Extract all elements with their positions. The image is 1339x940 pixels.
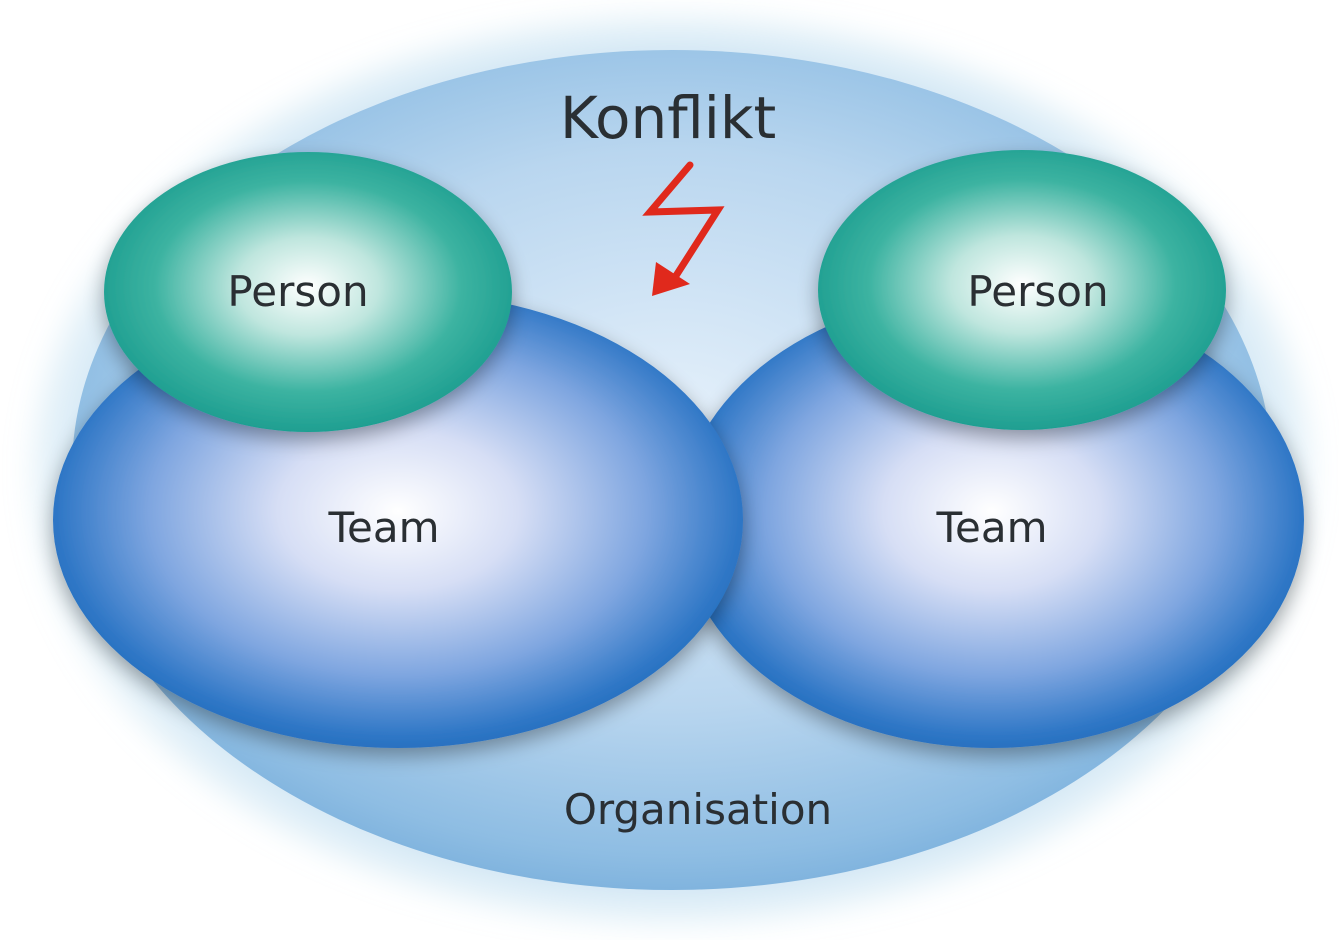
team-label-left: Team	[327, 503, 439, 552]
conflict-title: Konflikt	[560, 84, 776, 152]
team-ellipse-right	[680, 292, 1304, 748]
person-label-right: Person	[967, 267, 1108, 316]
person-label-left: Person	[227, 267, 368, 316]
person-ellipse-right	[818, 150, 1226, 430]
team-label-right: Team	[935, 503, 1047, 552]
organisation-label: Organisation	[564, 785, 832, 834]
lightning-arrow-icon	[642, 161, 725, 296]
person-ellipse-left	[104, 152, 512, 432]
